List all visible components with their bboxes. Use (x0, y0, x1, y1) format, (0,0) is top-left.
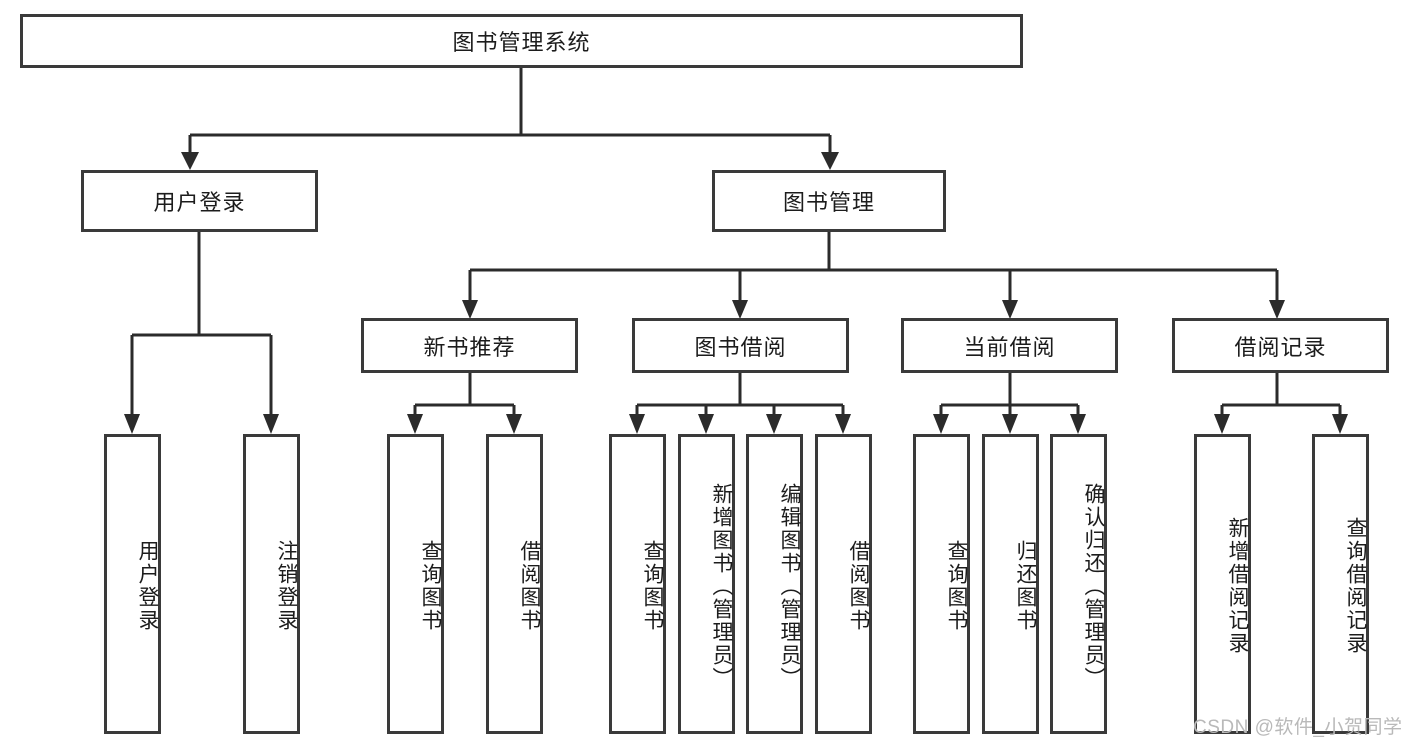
node-label: 新增借阅记录 (1226, 517, 1249, 655)
node-current-borrow[interactable]: 当前借阅 (901, 318, 1118, 373)
node-label: 新增图书（管理员） (710, 482, 733, 690)
node-label: 用户登录 (136, 540, 159, 632)
node-user-login[interactable]: 用户登录 (81, 170, 318, 232)
node-label: 查询借阅记录 (1344, 517, 1367, 655)
node-label: 编辑图书（管理员） (778, 482, 801, 690)
node-label: 图书借阅 (694, 334, 787, 360)
node-label: 查询图书 (945, 540, 968, 632)
leaf-current-borrow-query[interactable]: 查询图书 (913, 434, 970, 734)
node-borrow-record[interactable]: 借阅记录 (1172, 318, 1389, 373)
node-label: 确认归还（管理员） (1082, 482, 1105, 690)
leaf-current-borrow-return[interactable]: 归还图书 (982, 434, 1039, 734)
leaf-new-book-query[interactable]: 查询图书 (387, 434, 444, 734)
node-label: 借阅图书 (518, 540, 541, 632)
node-root-system[interactable]: 图书管理系统 (20, 14, 1023, 68)
node-book-borrow[interactable]: 图书借阅 (632, 318, 849, 373)
node-book-management[interactable]: 图书管理 (712, 170, 946, 232)
leaf-book-borrow-query[interactable]: 查询图书 (609, 434, 666, 734)
node-label: 当前借阅 (963, 334, 1056, 360)
node-label: 借阅图书 (847, 540, 870, 632)
leaf-book-borrow-add[interactable]: 新增图书（管理员） (678, 434, 735, 734)
leaf-new-book-borrow[interactable]: 借阅图书 (486, 434, 543, 734)
leaf-current-borrow-confirm[interactable]: 确认归还（管理员） (1050, 434, 1107, 734)
node-label: 查询图书 (419, 540, 442, 632)
node-label: 借阅记录 (1234, 334, 1327, 360)
node-new-book-recommend[interactable]: 新书推荐 (361, 318, 578, 373)
watermark-text: CSDN @软件_小贺同学 (1193, 717, 1403, 738)
leaf-borrow-record-query[interactable]: 查询借阅记录 (1312, 434, 1369, 734)
node-label: 新书推荐 (423, 334, 516, 360)
node-label: 图书管理 (782, 190, 875, 215)
node-label: 用户登录 (153, 190, 246, 215)
leaf-book-borrow-borrow[interactable]: 借阅图书 (815, 434, 872, 734)
leaf-user-login-logout[interactable]: 注销登录 (243, 434, 300, 734)
node-label: 注销登录 (275, 540, 298, 632)
node-label: 查询图书 (641, 540, 664, 632)
leaf-book-borrow-edit[interactable]: 编辑图书（管理员） (746, 434, 803, 734)
leaf-borrow-record-add[interactable]: 新增借阅记录 (1194, 434, 1251, 734)
node-label: 归还图书 (1014, 540, 1037, 632)
node-label: 图书管理系统 (452, 30, 591, 55)
leaf-user-login-login[interactable]: 用户登录 (104, 434, 161, 734)
